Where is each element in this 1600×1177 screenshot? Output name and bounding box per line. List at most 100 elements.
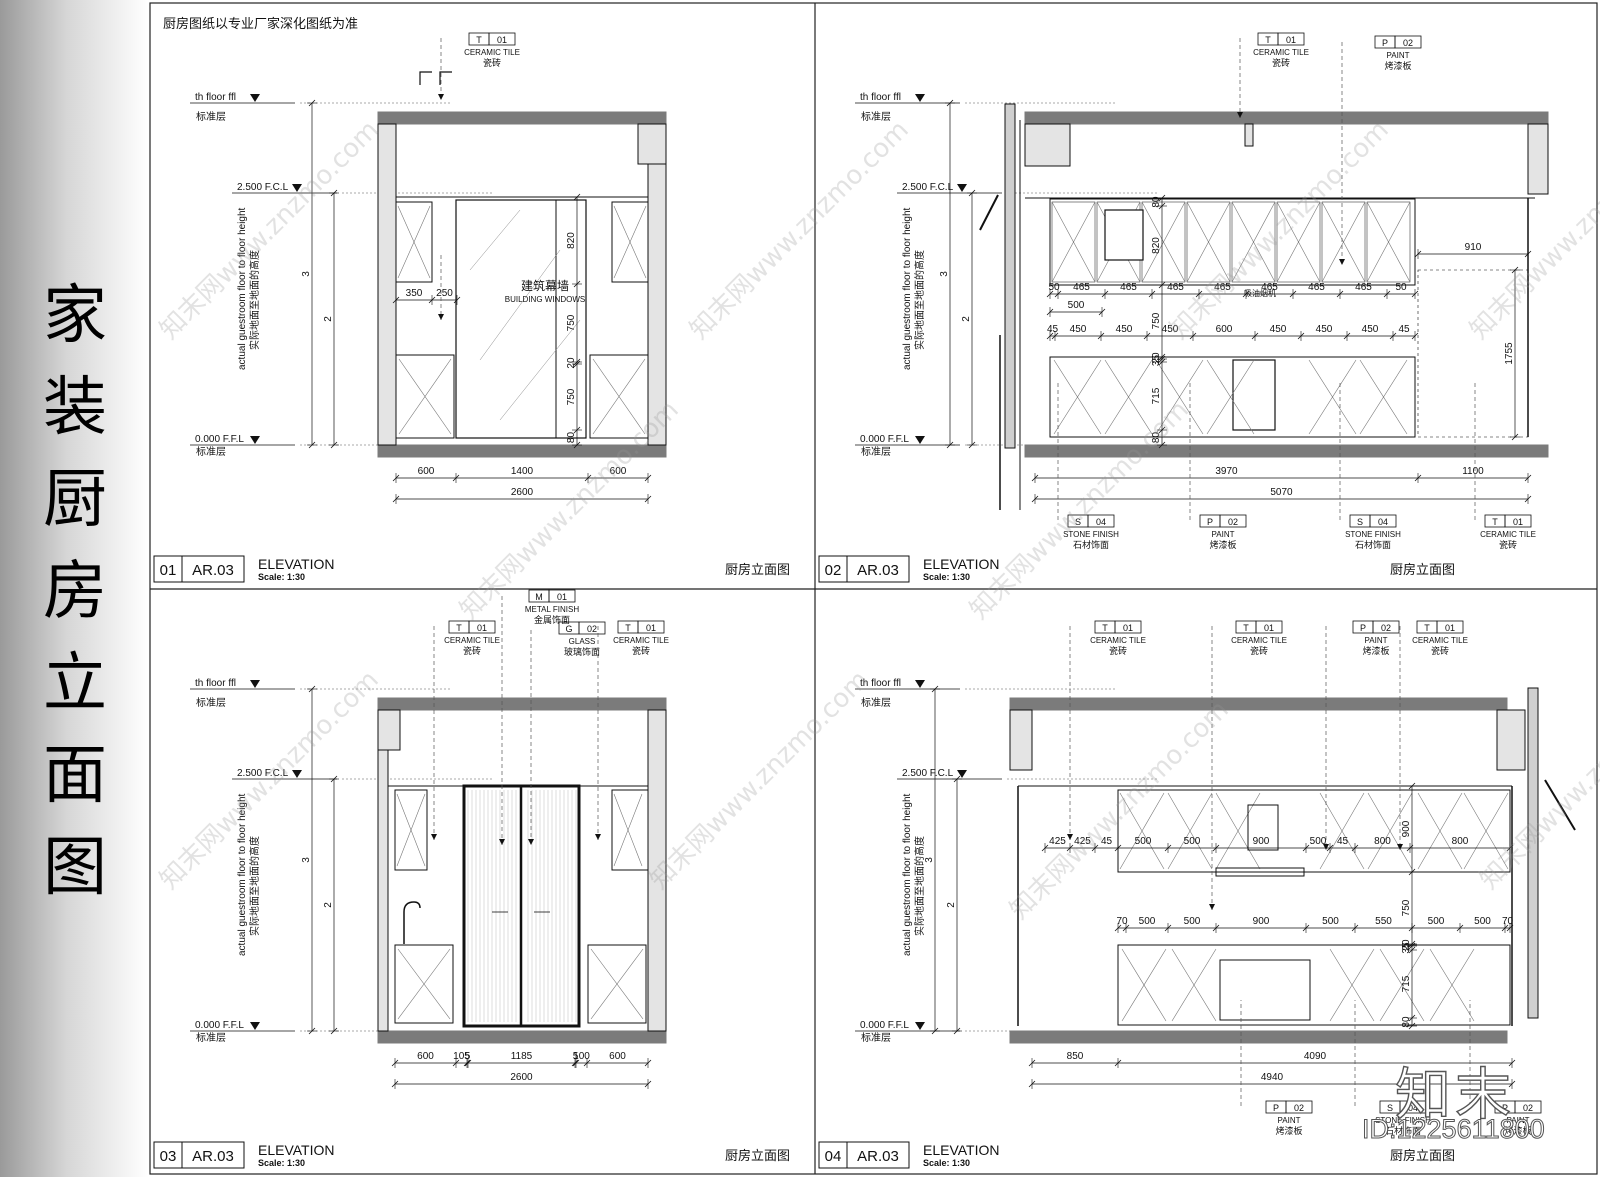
dim-value: 450 <box>1270 324 1287 335</box>
tag-num-box <box>1369 514 1397 528</box>
door-diagonal <box>613 793 643 867</box>
tag-code: P <box>1382 38 1388 48</box>
dim-tick <box>1456 924 1464 932</box>
dim-value: 450 <box>1070 324 1087 335</box>
title-ref-box <box>846 555 910 583</box>
dim-tick <box>1046 290 1054 298</box>
scale-label: Scale: 1:30 <box>258 1158 305 1168</box>
door-diagonal <box>1366 201 1411 283</box>
vdim-tick <box>330 189 338 197</box>
tag-en: CERAMIC TILE <box>444 636 500 645</box>
level-label: 0.000 F.F.L <box>195 434 244 445</box>
dim-value: 4940 <box>1261 1072 1284 1083</box>
dim-value: 500 <box>1184 836 1201 847</box>
ceiling-slab <box>377 697 667 711</box>
dim-tick <box>1028 1080 1036 1088</box>
leader-arrow <box>1237 112 1243 118</box>
vdim-tick <box>953 775 961 783</box>
tag-cn: 瓷砖 <box>1109 645 1127 656</box>
vdim-tick <box>1511 433 1519 441</box>
dim-value: 550 <box>1375 916 1392 927</box>
std-floor-label: 标准层 <box>196 697 226 709</box>
tag-num-box <box>1436 620 1464 634</box>
floor-slab <box>1009 1030 1508 1044</box>
vdim-tick <box>1408 942 1416 950</box>
dim-value: 45 <box>1337 836 1349 847</box>
ceiling-slab <box>1024 111 1549 125</box>
tag-cn: 玻璃饰面 <box>564 646 600 657</box>
tag-num: 02 <box>1294 1103 1304 1113</box>
dim-tick <box>1164 844 1172 852</box>
tag-code: T <box>1492 517 1498 527</box>
vdim-tick <box>573 441 581 449</box>
height-note-cn: 实际地面至地面的高度 <box>913 836 926 936</box>
dim-value: 465 <box>1355 282 1372 293</box>
vdim-value: 3 <box>939 271 950 277</box>
leader-arrow <box>1339 259 1345 265</box>
level-label: th floor ffl <box>860 92 901 103</box>
dim-value: 500 <box>1139 916 1156 927</box>
door-diagonal <box>1359 359 1408 435</box>
dim-value: 600 <box>609 1051 626 1062</box>
title-ref-box <box>181 555 245 583</box>
wall-cabinet-right <box>611 789 649 871</box>
dim-tick <box>1242 290 1250 298</box>
door-diagonal <box>592 358 646 435</box>
dim-value: 3970 <box>1215 466 1238 477</box>
tag-cn: 烤漆板 <box>1275 1125 1302 1136</box>
tag-en: PAINT <box>1212 530 1235 539</box>
door-diagonal <box>397 948 451 1020</box>
elevation-title: ELEVATION <box>258 1142 335 1158</box>
vdim-tick <box>931 1027 939 1035</box>
tag-cn: 瓷砖 <box>632 645 650 656</box>
scale-label: Scale: 1:30 <box>923 1158 970 1168</box>
vdim-value: 900 <box>1401 820 1412 837</box>
dim-value: 900 <box>1253 836 1270 847</box>
vdim-value: 750 <box>1151 312 1162 329</box>
tag-num: 01 <box>477 623 487 633</box>
level-label: 0.000 F.F.L <box>860 1020 909 1031</box>
door-diagonal <box>1417 792 1463 870</box>
building-window <box>455 199 587 439</box>
sheet-title-cn: 厨房立面图 <box>1390 1148 1455 1163</box>
tag-num: 02 <box>1228 517 1238 527</box>
sidebar-title: 家装厨房立面图 <box>43 279 107 905</box>
beam-right <box>1496 709 1526 771</box>
tag-num-box <box>488 32 516 46</box>
level-marker <box>957 770 967 778</box>
base-cabinet-left <box>394 944 454 1024</box>
wall-cabinet-right <box>611 201 649 283</box>
dim-tick <box>1251 332 1259 340</box>
tag-num-box <box>1114 620 1142 634</box>
vdim-value: 3 <box>301 857 312 863</box>
dim-tick <box>1302 844 1310 852</box>
dim-tick <box>1054 290 1062 298</box>
dim-tick <box>391 1080 399 1088</box>
height-note-en: actual guestroom floor to floor height <box>902 207 913 370</box>
tag-en: PAINT <box>1387 51 1410 60</box>
right-wall <box>647 123 667 446</box>
upper-cabinet-door <box>1366 201 1411 283</box>
vdim-value: 80 <box>1151 432 1162 444</box>
dim-value: 465 <box>1073 282 1090 293</box>
wall-cabinet-left <box>395 201 433 283</box>
base-cabinet-right <box>587 944 647 1024</box>
tag-num: 01 <box>1264 623 1274 633</box>
vdim-tick <box>1158 441 1166 449</box>
dim-tick <box>1326 844 1334 852</box>
dim-tick <box>1212 844 1220 852</box>
dim-tick <box>1189 332 1197 340</box>
tag-cn: 烤漆板 <box>1384 60 1411 71</box>
tag-en: PAINT <box>1278 1116 1301 1125</box>
dim-tick <box>1501 924 1509 932</box>
vdim-tick <box>1158 358 1166 366</box>
glass-reflection <box>479 249 561 361</box>
dim-tick <box>1508 1080 1516 1088</box>
leader-arrow <box>1209 904 1215 910</box>
beam-left <box>1024 123 1071 167</box>
upper-cabinet-door <box>1321 201 1366 283</box>
dim-value: 250 <box>436 288 453 299</box>
dim-tick <box>1091 844 1099 852</box>
sheet-number: 03 <box>160 1148 177 1165</box>
level-label: th floor ffl <box>860 678 901 689</box>
